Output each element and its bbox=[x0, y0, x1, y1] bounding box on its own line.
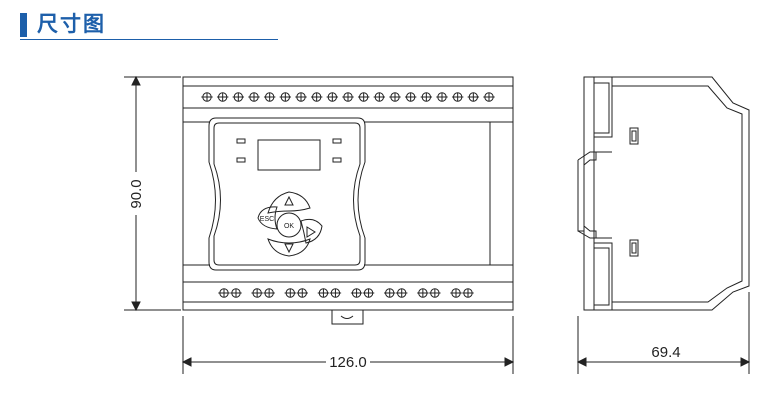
width-arrow-right bbox=[504, 357, 515, 367]
right-key bbox=[300, 218, 323, 244]
section-marker bbox=[20, 13, 27, 37]
down-arrow-icon bbox=[284, 243, 294, 254]
led-indicator bbox=[332, 138, 342, 144]
terminal-screw bbox=[251, 288, 263, 298]
terminal-screw bbox=[362, 288, 375, 298]
side-rear-plate bbox=[583, 76, 595, 311]
top-terminal-row bbox=[201, 92, 495, 102]
section-header: 尺寸图 bbox=[0, 0, 784, 50]
section-underline bbox=[20, 39, 278, 40]
terminal-screw bbox=[201, 92, 213, 102]
depth-arrow-right bbox=[740, 357, 751, 367]
terminal-screw bbox=[462, 288, 474, 298]
din-rail-profile bbox=[577, 160, 584, 232]
terminal-screw bbox=[436, 92, 448, 102]
terminal-screw bbox=[216, 92, 229, 102]
terminal-screw bbox=[389, 92, 401, 102]
terminal-screw bbox=[467, 92, 480, 102]
terminal-screw bbox=[295, 92, 307, 102]
din-clip-notch bbox=[340, 315, 354, 319]
bottom-terminal-row bbox=[218, 288, 474, 298]
terminal-screw bbox=[326, 92, 339, 102]
terminal-screw bbox=[450, 288, 462, 298]
esc-key bbox=[257, 206, 278, 230]
terminal-screw bbox=[357, 92, 370, 102]
depth-dimension-label: 69.4 bbox=[651, 344, 680, 361]
terminal-screw bbox=[420, 92, 433, 102]
panel-outer-outline bbox=[208, 117, 366, 271]
terminal-screw bbox=[483, 92, 495, 102]
height-arrow-bottom bbox=[131, 301, 141, 312]
side-body-inner-outline bbox=[612, 85, 743, 303]
terminal-screw bbox=[329, 288, 342, 298]
side-view bbox=[577, 76, 750, 311]
side-top-terminal-block bbox=[594, 76, 613, 138]
right-arrow-icon bbox=[306, 226, 316, 238]
terminal-screw bbox=[451, 92, 464, 102]
height-dimension-label: 90.0 bbox=[128, 179, 145, 208]
side-latch-lower bbox=[629, 239, 639, 257]
terminal-screw bbox=[373, 92, 386, 102]
ok-key bbox=[276, 212, 302, 238]
side-bottom-terminal-inner bbox=[594, 247, 610, 306]
led-indicator bbox=[236, 157, 246, 163]
led-indicator bbox=[236, 138, 246, 144]
terminal-screw bbox=[218, 288, 230, 298]
terminal-screw bbox=[310, 92, 323, 102]
section-title: 尺寸图 bbox=[37, 11, 106, 36]
terminal-screw bbox=[263, 288, 275, 298]
depth-arrow-left bbox=[576, 357, 587, 367]
side-latch-lower-inner bbox=[631, 242, 637, 254]
din-rail-clip-profile bbox=[577, 151, 597, 239]
up-key bbox=[267, 191, 311, 214]
terminal-screw bbox=[417, 288, 429, 298]
side-latch-upper bbox=[629, 127, 639, 145]
front-dimensions bbox=[124, 75, 515, 374]
terminal-screw bbox=[384, 288, 396, 298]
terminal-screw bbox=[317, 288, 330, 298]
terminal-screw bbox=[429, 288, 441, 298]
terminal-screw bbox=[230, 288, 242, 298]
panel-inner-outline bbox=[213, 122, 361, 266]
side-top-terminal-inner bbox=[594, 82, 610, 134]
terminal-screw bbox=[350, 288, 363, 298]
down-key bbox=[267, 238, 311, 257]
side-dimensions bbox=[576, 292, 751, 374]
terminal-screw bbox=[279, 92, 292, 102]
front-housing-outline bbox=[182, 76, 514, 311]
lcd-display bbox=[257, 139, 321, 171]
front-view bbox=[182, 76, 514, 325]
terminal-screw bbox=[248, 92, 260, 102]
up-arrow-icon bbox=[284, 195, 294, 206]
side-latch-upper-inner bbox=[631, 130, 637, 142]
ok-key-label: OK bbox=[284, 223, 294, 230]
width-arrow-left bbox=[181, 357, 192, 367]
terminal-screw bbox=[232, 92, 245, 102]
side-body-outline bbox=[612, 76, 750, 311]
esc-key-label: ESC bbox=[260, 216, 274, 223]
terminal-screw bbox=[404, 92, 417, 102]
led-indicator bbox=[332, 157, 342, 163]
height-arrow-top bbox=[131, 75, 141, 86]
din-clip bbox=[331, 310, 364, 325]
side-bottom-terminal-block bbox=[594, 242, 613, 311]
width-dimension-label: 126.0 bbox=[329, 354, 367, 371]
terminal-screw bbox=[263, 92, 276, 102]
terminal-screw bbox=[296, 288, 308, 298]
terminal-screw bbox=[396, 288, 408, 298]
terminal-screw bbox=[342, 92, 354, 102]
terminal-screw bbox=[284, 288, 296, 298]
